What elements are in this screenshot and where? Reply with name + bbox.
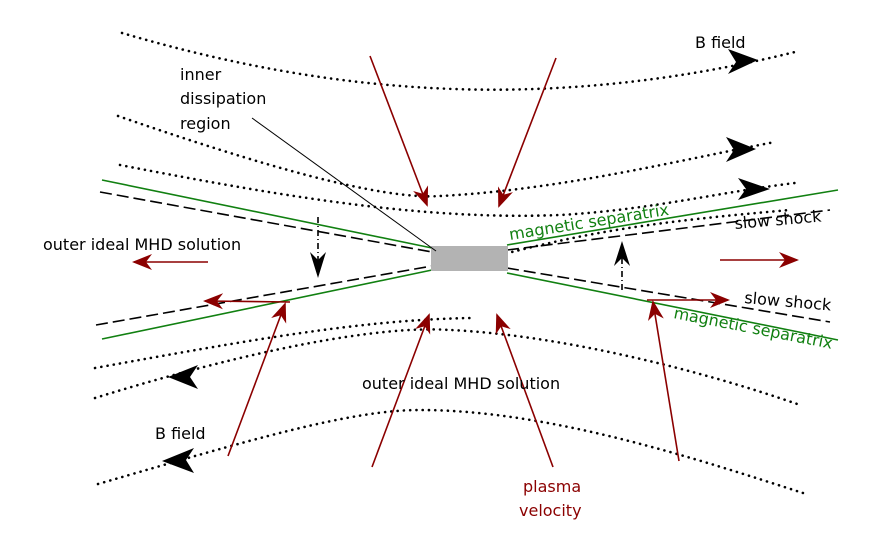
field-line-top-3	[118, 163, 797, 218]
inflow-arrow-lower-right	[648, 300, 680, 462]
inflow-arrow-lower-left	[227, 302, 287, 457]
shock-lower-left	[95, 265, 433, 326]
separatrix-upper-left	[101, 179, 433, 249]
separatrix-lower-left	[101, 269, 433, 340]
inflow-arrow-top-left	[369, 55, 429, 207]
field-direction-arrows	[162, 49, 770, 473]
separatrix-lower-right	[506, 272, 839, 341]
plasma-velocity-label: plasma velocity	[519, 477, 586, 520]
shock-normal-arrows	[310, 217, 630, 290]
slow-shocks	[95, 191, 831, 326]
shock-upper-right	[506, 209, 831, 251]
field-arrow-icon	[726, 137, 756, 162]
b-field-label-top: B field	[695, 33, 746, 52]
inflow-arrow-bottom-right	[495, 313, 554, 468]
field-arrow-icon	[162, 448, 194, 473]
separatrices	[101, 179, 839, 341]
down-arrow-icon	[310, 252, 326, 278]
outer-solution-label-left: outer ideal MHD solution	[43, 235, 241, 254]
field-arrow-icon	[728, 49, 758, 74]
outer-solution-label-bottom: outer ideal MHD solution	[362, 374, 560, 393]
shock-upper-left	[99, 191, 433, 253]
field-arrow-icon	[168, 365, 198, 389]
inflow-arrow-bottom-left	[371, 313, 431, 468]
plasma-velocity-arrows	[132, 55, 799, 468]
inflow-arrow-top-right	[498, 57, 557, 208]
inner-region-pointer	[251, 117, 437, 252]
slow-shock-label-top: slow shock	[734, 206, 823, 233]
field-line-bottom-1	[93, 328, 802, 407]
inner-dissipation-region	[431, 246, 508, 271]
field-line-bottom-2	[96, 408, 805, 495]
separatrix-label-top: magnetic separatrix	[508, 200, 670, 244]
b-field-label-bottom: B field	[155, 424, 206, 443]
field-line-top-2	[116, 114, 777, 198]
separatrix-upper-right	[506, 189, 839, 246]
shock-outflow-arrow-left	[203, 293, 291, 310]
field-line-left-lower	[93, 316, 472, 370]
slow-shock-label-bottom: slow shock	[744, 288, 833, 315]
field-arrow-icon	[738, 178, 770, 200]
inner-region-label: inner dissipation region	[180, 65, 271, 133]
up-arrow-icon	[614, 241, 630, 266]
shock-lower-right	[506, 267, 831, 323]
field-line-top-1	[120, 31, 797, 91]
